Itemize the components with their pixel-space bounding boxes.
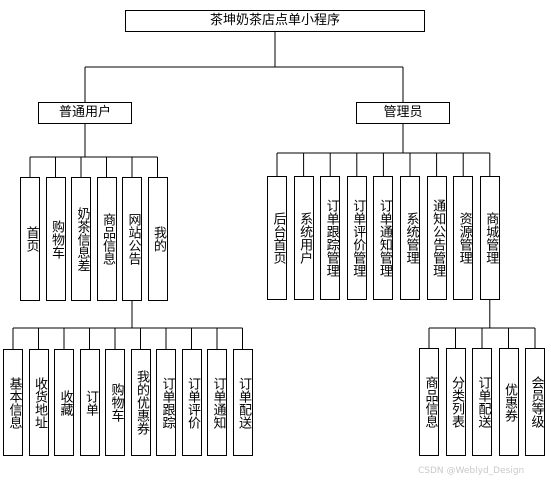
user-my-item: 收藏 bbox=[54, 349, 74, 456]
admin-module: 商城管理 bbox=[479, 176, 500, 300]
admin-module: 订单通知管理 bbox=[373, 176, 394, 300]
admin-mall-item-label: 分类列表 bbox=[448, 376, 464, 428]
admin-mall-item: 商品信息 bbox=[419, 348, 439, 456]
admin-module-label: 资源管理 bbox=[456, 212, 472, 264]
user-my-item-label: 收藏 bbox=[57, 389, 73, 416]
admin-module: 订单跟踪管理 bbox=[320, 176, 341, 300]
admin-module: 后台首页 bbox=[267, 176, 287, 300]
user-my-item-label: 订单通知 bbox=[210, 376, 226, 429]
admin-module-label: 通知公告管理 bbox=[430, 199, 446, 277]
root-title: 茶坤奶茶店点单小程序 bbox=[209, 12, 340, 28]
admin-module: 资源管理 bbox=[453, 176, 474, 300]
user-module: 购物车 bbox=[45, 177, 66, 301]
admin-module: 通知公告管理 bbox=[426, 176, 447, 300]
user-my-item-label: 订单配送 bbox=[235, 376, 251, 429]
admin-module-label: 订单跟踪管理 bbox=[323, 199, 339, 277]
user-my-item: 我的优惠券 bbox=[130, 349, 151, 456]
user-my-item-label: 购物车 bbox=[108, 383, 124, 422]
admin-module-label: 系统用户 bbox=[297, 212, 313, 264]
user-module: 奶茶信息差 bbox=[71, 177, 91, 301]
user-module: 网站公告 bbox=[122, 177, 142, 301]
root-node: 茶坤奶茶店点单小程序 bbox=[125, 10, 425, 32]
user-my-item-label: 订单 bbox=[82, 389, 98, 416]
user-my-item: 订单配送 bbox=[232, 349, 253, 456]
admin-module-label: 订单通知管理 bbox=[376, 199, 392, 277]
admin-module: 系统管理 bbox=[400, 176, 420, 300]
user-my-item: 订单跟踪 bbox=[156, 349, 176, 456]
admin-module-label: 商城管理 bbox=[483, 212, 499, 264]
admin-module: 系统用户 bbox=[293, 176, 314, 300]
user-module-label: 商品信息 bbox=[99, 213, 115, 265]
user-my-item: 购物车 bbox=[105, 349, 125, 456]
admin-mall-item: 订单配送 bbox=[472, 348, 492, 456]
user-module-label: 奶茶信息差 bbox=[74, 206, 90, 272]
admin-mall-item-label: 优惠券 bbox=[501, 382, 517, 422]
admin-module: 订单评价管理 bbox=[346, 176, 367, 300]
user-my-item-label: 订单评价 bbox=[184, 376, 200, 429]
user-role-label: 普通用户 bbox=[58, 104, 111, 120]
admin-role-node: 管理员 bbox=[356, 102, 450, 124]
user-my-item-label: 收货地址 bbox=[31, 376, 47, 429]
admin-module-label: 订单评价管理 bbox=[350, 199, 366, 277]
user-module: 首页 bbox=[20, 177, 40, 301]
admin-role-label: 管理员 bbox=[383, 104, 423, 120]
admin-module-label: 系统管理 bbox=[403, 212, 419, 264]
user-role-node: 普通用户 bbox=[38, 102, 132, 124]
watermark: CSDN @Weblyd_Design bbox=[418, 466, 525, 476]
user-my-item-label: 基本信息 bbox=[6, 376, 22, 429]
user-my-item-label: 我的优惠券 bbox=[133, 370, 149, 435]
user-my-item: 基本信息 bbox=[3, 349, 23, 456]
user-module-label: 我的 bbox=[150, 226, 166, 252]
admin-mall-item-label: 订单配送 bbox=[475, 376, 491, 428]
user-my-item: 订单通知 bbox=[207, 349, 227, 456]
admin-mall-item: 分类列表 bbox=[445, 348, 466, 456]
admin-mall-item-label: 商品信息 bbox=[422, 376, 438, 428]
user-my-item-label: 订单跟踪 bbox=[159, 376, 175, 429]
user-module: 我的 bbox=[147, 177, 168, 301]
user-module-label: 购物车 bbox=[48, 219, 64, 259]
user-module-label: 网站公告 bbox=[125, 213, 141, 265]
user-my-item: 收货地址 bbox=[28, 349, 49, 456]
user-my-item: 订单 bbox=[79, 349, 100, 456]
user-my-item: 订单评价 bbox=[181, 349, 202, 456]
user-module-label: 首页 bbox=[23, 226, 39, 252]
admin-mall-item: 优惠券 bbox=[498, 348, 519, 456]
admin-mall-item-label: 会员等级 bbox=[528, 376, 544, 428]
user-module: 商品信息 bbox=[96, 177, 117, 301]
admin-module-label: 后台首页 bbox=[270, 212, 286, 264]
admin-mall-item: 会员等级 bbox=[525, 348, 545, 456]
